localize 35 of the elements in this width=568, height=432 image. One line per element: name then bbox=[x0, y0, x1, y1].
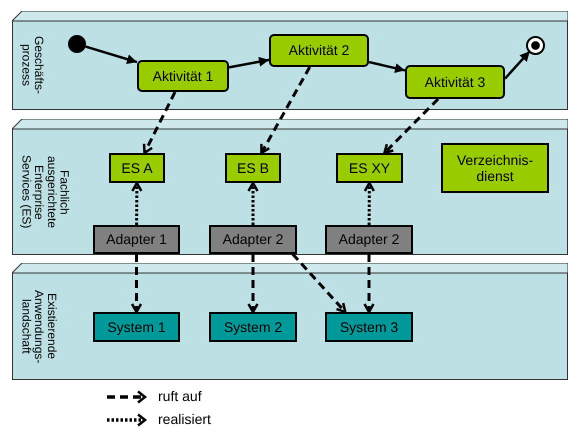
arrow bbox=[228, 56, 270, 69]
activity-box: Aktivität 1 bbox=[137, 60, 229, 92]
arrow bbox=[291, 253, 346, 314]
arrow bbox=[383, 98, 440, 154]
arrow bbox=[504, 50, 531, 80]
arrow bbox=[363, 254, 375, 314]
lane-label: Geschäfts- prozess bbox=[20, 35, 46, 97]
service-box: ES B bbox=[225, 153, 281, 183]
swimlane-band bbox=[12, 11, 568, 110]
lane-label: Existierende Anwendungs- landschaft bbox=[20, 288, 58, 366]
arrow bbox=[142, 91, 176, 154]
legend-label: realisiert bbox=[158, 411, 211, 427]
arrow bbox=[130, 254, 142, 314]
activity-box: Aktivität 3 bbox=[405, 65, 505, 99]
arrow bbox=[247, 182, 259, 225]
system-box: System 3 bbox=[325, 312, 413, 342]
swimlane-band bbox=[12, 263, 568, 380]
arrow bbox=[131, 182, 143, 226]
arrow bbox=[368, 60, 406, 74]
system-box: System 2 bbox=[209, 312, 297, 342]
arrow bbox=[260, 66, 312, 154]
arrow bbox=[247, 254, 259, 314]
activity-box: Aktivität 2 bbox=[269, 34, 369, 67]
legend-label: ruft auf bbox=[158, 388, 202, 404]
adapter-box: Adapter 1 bbox=[93, 225, 180, 254]
arrow bbox=[85, 45, 138, 64]
swimlane-band bbox=[12, 119, 568, 255]
service-box: ES XY bbox=[336, 153, 403, 183]
arrow bbox=[364, 182, 376, 226]
service-box: ES A bbox=[109, 153, 165, 183]
adapter-box: Adapter 2 bbox=[209, 225, 297, 254]
adapter-box: Adapter 2 bbox=[325, 225, 413, 254]
lane-label: Fachlich ausgerichtete Enterprise Services (ES) bbox=[20, 154, 70, 231]
service-box: Verzeichnis- dienst bbox=[441, 143, 549, 193]
system-box: System 1 bbox=[93, 312, 180, 342]
